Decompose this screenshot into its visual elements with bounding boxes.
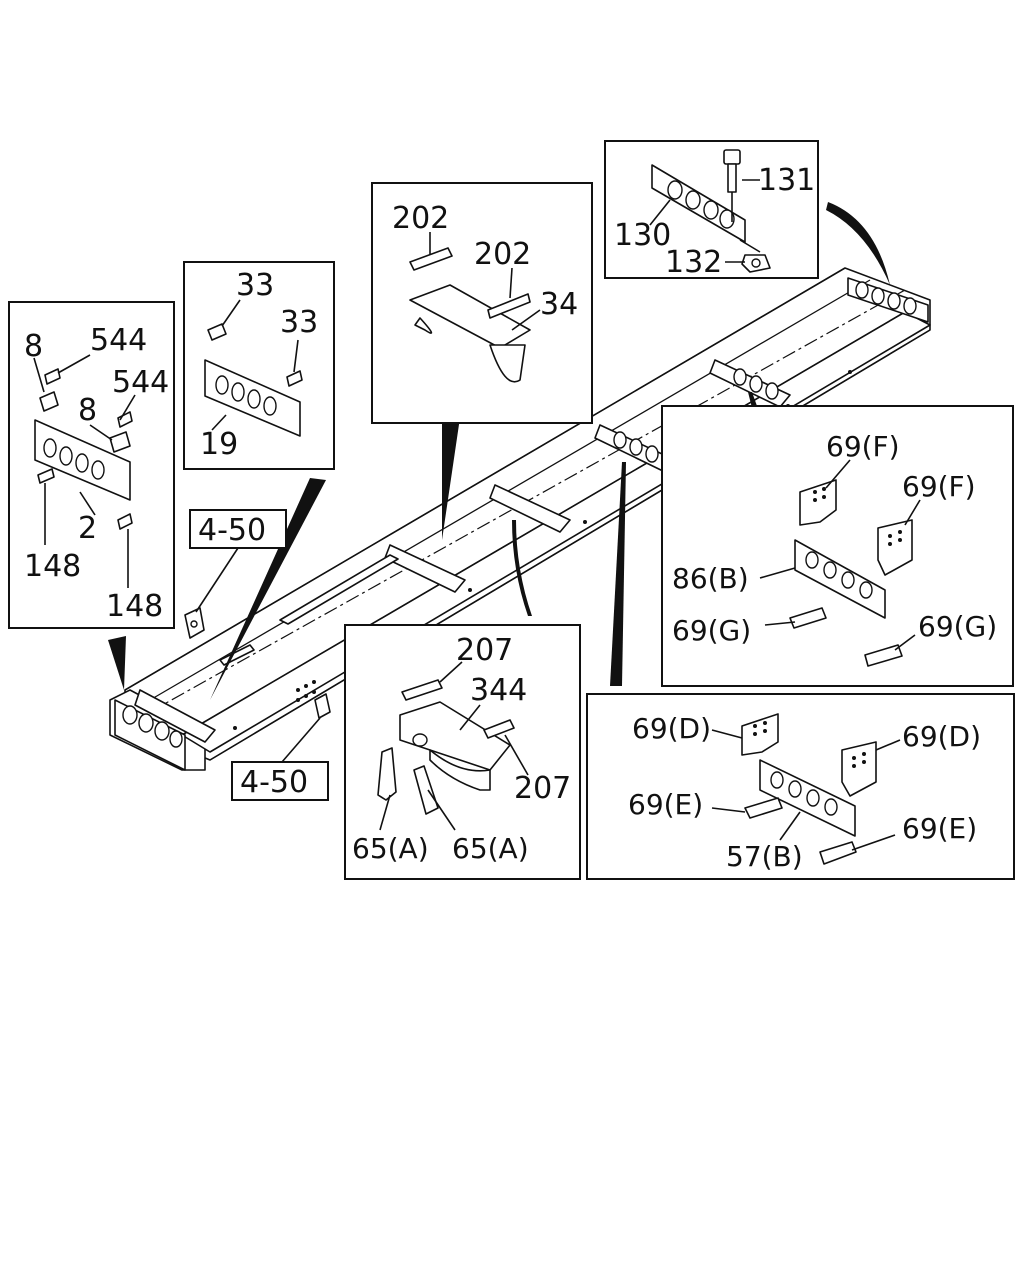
label-part-544-mid: 544 xyxy=(112,365,169,400)
label-part-69f-right: 69(F) xyxy=(902,470,976,503)
label-part-69g-left: 69(G) xyxy=(672,614,751,647)
label-part-2: 2 xyxy=(78,511,97,546)
callout-box-crossmember-86b: 69(F) 69(F) 86(B) 69(G) 69(G) xyxy=(661,405,1014,687)
label-part-57b: 57(B) xyxy=(726,840,803,873)
callout-box-crossmember-130: 131 130 132 xyxy=(604,140,819,280)
label-part-69g-right: 69(G) xyxy=(918,610,997,643)
label-part-69f-top: 69(F) xyxy=(826,430,900,463)
label-part-344: 344 xyxy=(470,673,527,708)
callout-box-crossmember-19: 33 33 19 xyxy=(183,261,335,470)
ref-label-4-50-upper: 4-50 xyxy=(198,513,266,548)
label-part-69d-left: 69(D) xyxy=(632,712,711,745)
label-part-33-right: 33 xyxy=(280,305,318,340)
callout-box-crossmember-344: 207 344 207 65(A) 65(A) xyxy=(344,624,581,880)
label-part-34: 34 xyxy=(540,287,578,322)
label-part-65a-left: 65(A) xyxy=(352,832,429,865)
label-part-19: 19 xyxy=(200,427,238,462)
label-part-69e-left: 69(E) xyxy=(628,788,703,821)
ref-label-4-50-lower: 4-50 xyxy=(240,765,308,800)
label-part-33-left: 33 xyxy=(236,268,274,303)
callout-box-crossmember-2: 8 544 544 8 2 148 148 xyxy=(8,301,175,629)
label-part-65a-right: 65(A) xyxy=(452,832,529,865)
label-part-202-mid: 202 xyxy=(474,237,531,272)
label-part-207-right: 207 xyxy=(514,771,571,806)
label-part-202-top: 202 xyxy=(392,201,449,236)
reference-4-50-upper: 4-50 xyxy=(189,509,287,613)
bracket-4-50-lower xyxy=(314,693,331,719)
label-part-132: 132 xyxy=(665,245,722,280)
label-part-148-right: 148 xyxy=(106,589,163,624)
label-part-86b: 86(B) xyxy=(672,562,749,595)
label-part-69e-right: 69(E) xyxy=(902,812,977,845)
label-part-8-top: 8 xyxy=(24,329,43,364)
callout-box-crossmember-34: 202 202 34 xyxy=(371,182,593,424)
callout-wedges xyxy=(108,202,890,700)
reference-4-50-lower: 4-50 xyxy=(231,717,329,801)
label-part-130: 130 xyxy=(614,218,671,253)
callout-box-crossmember-57b: 69(D) 69(D) 69(E) 69(E) 57(B) xyxy=(586,693,1015,880)
label-part-69d-right: 69(D) xyxy=(902,720,981,753)
label-part-207-top: 207 xyxy=(456,633,513,668)
label-part-148-left: 148 xyxy=(24,549,81,584)
label-part-8-mid: 8 xyxy=(78,393,97,428)
label-part-544-top: 544 xyxy=(90,323,147,358)
label-part-131: 131 xyxy=(758,163,815,198)
